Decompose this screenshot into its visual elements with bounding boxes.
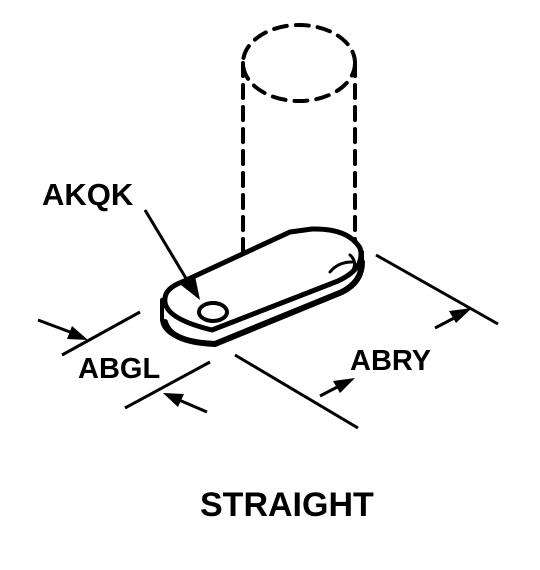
lug-end-notch [328, 260, 354, 274]
length-dimension-label: ABRY [350, 345, 431, 377]
hole-callout-label: AKQK [42, 177, 134, 212]
length-arrowhead-upper [449, 308, 472, 323]
cylinder-top-ellipse [241, 23, 357, 103]
thickness-arrowhead-lower [163, 393, 184, 407]
length-dimension [234, 253, 499, 430]
hole-callout-arrowhead [181, 276, 200, 300]
length-arrowhead-lower [333, 378, 355, 393]
thickness-extension-upper [61, 310, 141, 357]
thickness-dimension-label: ABGL [78, 353, 160, 385]
length-extension-right [375, 253, 499, 326]
terminal-lug [160, 226, 365, 347]
length-extension-left [234, 353, 359, 430]
thickness-dimension [37, 310, 211, 414]
lug-end-mark [348, 253, 357, 274]
lug-hole [197, 301, 229, 323]
thickness-extension-lower [124, 360, 211, 410]
lug-bottom-edge [162, 259, 365, 347]
hole-callout-leader [143, 209, 200, 300]
diagram-caption: STRAIGHT [200, 486, 374, 524]
thickness-arrowhead-upper [67, 326, 88, 340]
